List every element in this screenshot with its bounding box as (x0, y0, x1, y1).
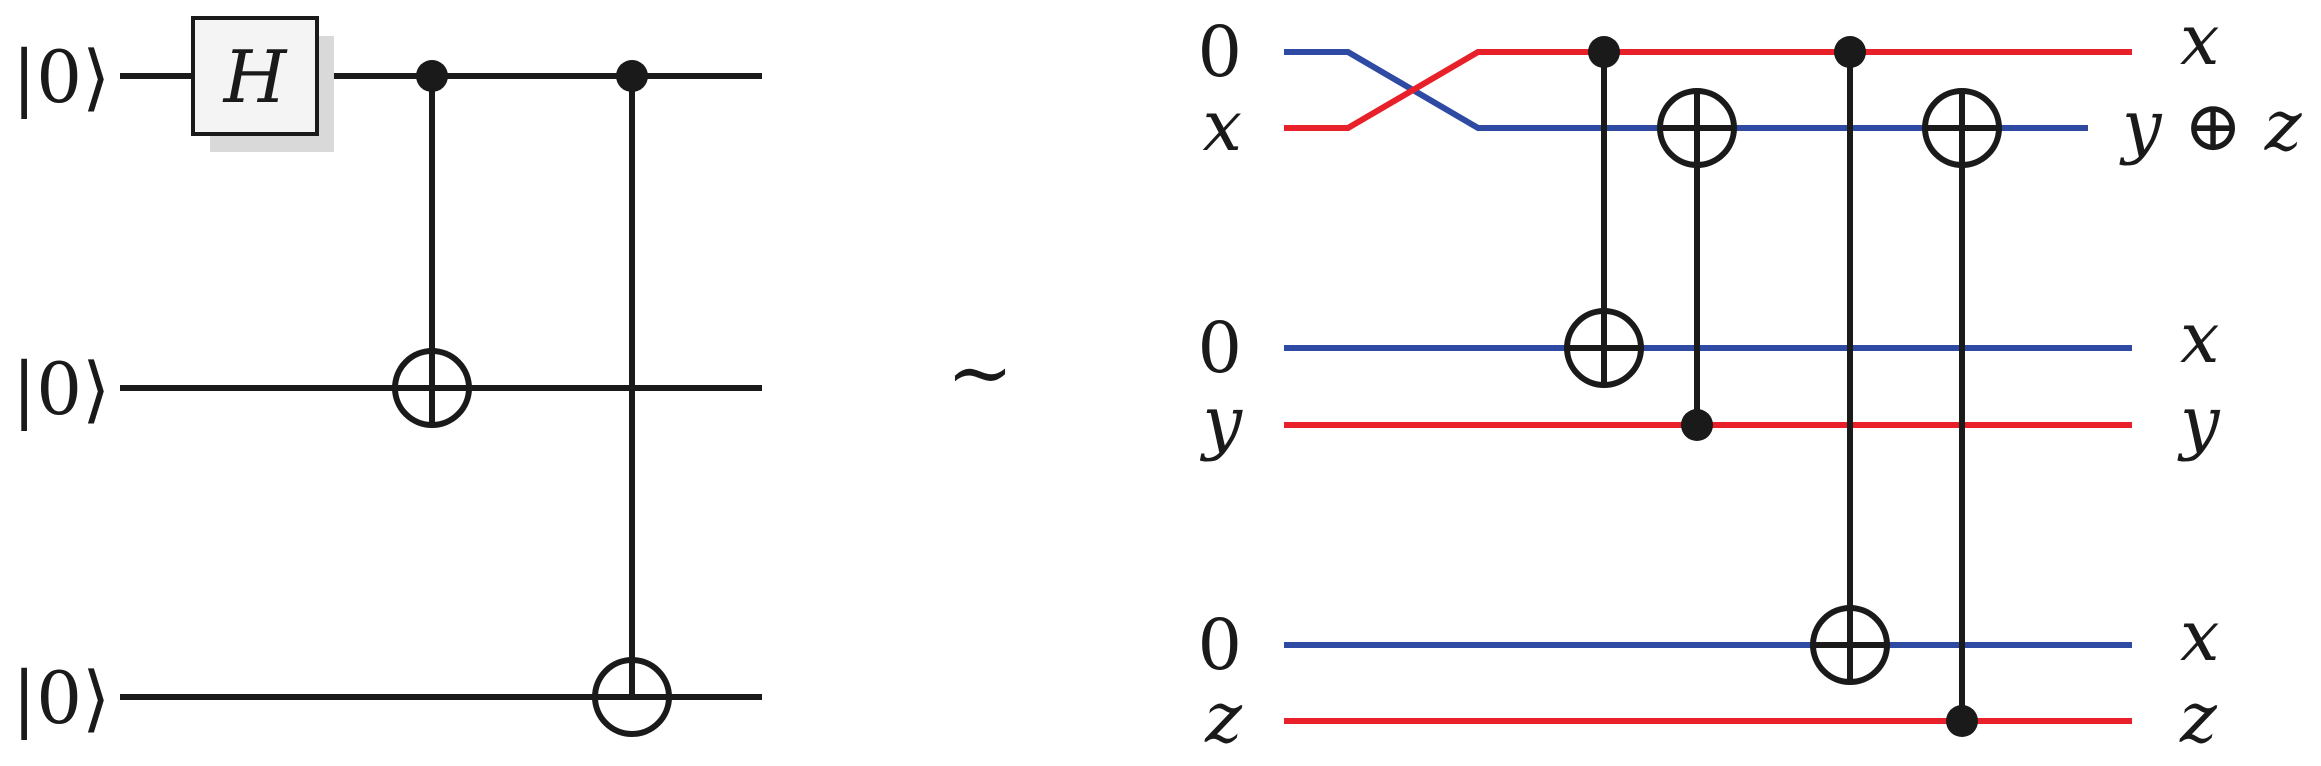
right-input-label-5: 0 (1197, 604, 1242, 686)
left-input-label-1: |0⟩ (12, 35, 110, 119)
left-input-label-3: |0⟩ (12, 656, 110, 740)
right-output-label-6: z (2179, 677, 2218, 759)
right-input-label-2: x (1203, 85, 1242, 167)
left-circuit: H |0⟩ |0⟩ |0⟩ (12, 16, 762, 740)
cnot-2-control (616, 60, 648, 92)
h-gate-label: H (222, 35, 288, 119)
cnot-2-target (592, 657, 672, 737)
right-input-label-1: 0 (1197, 11, 1242, 93)
right-output-label-1: x (2180, 0, 2219, 81)
right-input-label-3: 0 (1197, 307, 1242, 389)
right-input-label-4: y (1199, 381, 1243, 463)
cnot-d-target (1922, 88, 2002, 168)
wire-red-top-swap (1284, 49, 2132, 131)
cnot-1-control (416, 60, 448, 92)
right-output-label-5: x (2180, 595, 2219, 677)
cnot-d-control (1946, 705, 1978, 737)
right-output-label-4: y (2177, 381, 2221, 463)
cnot-c-control (1834, 36, 1866, 68)
h-gate (191, 16, 319, 136)
cnot-b-control (1681, 409, 1713, 441)
right-input-label-6: z (1204, 677, 1243, 759)
right-output-label-2: y ⊕ z (2119, 85, 2303, 167)
cnot-b-target (1657, 88, 1737, 168)
cnot-a-control (1588, 36, 1620, 68)
equivalence-symbol: ∼ (946, 326, 1013, 419)
right-output-label-3: x (2180, 297, 2219, 379)
right-circuit: 0 x 0 y 0 z x y ⊕ z x y x z (1197, 0, 2302, 759)
left-input-label-2: |0⟩ (12, 347, 110, 431)
cnot-a-target (1564, 308, 1644, 388)
cnot-c-target (1810, 605, 1890, 685)
cnot-1-target (392, 348, 472, 428)
